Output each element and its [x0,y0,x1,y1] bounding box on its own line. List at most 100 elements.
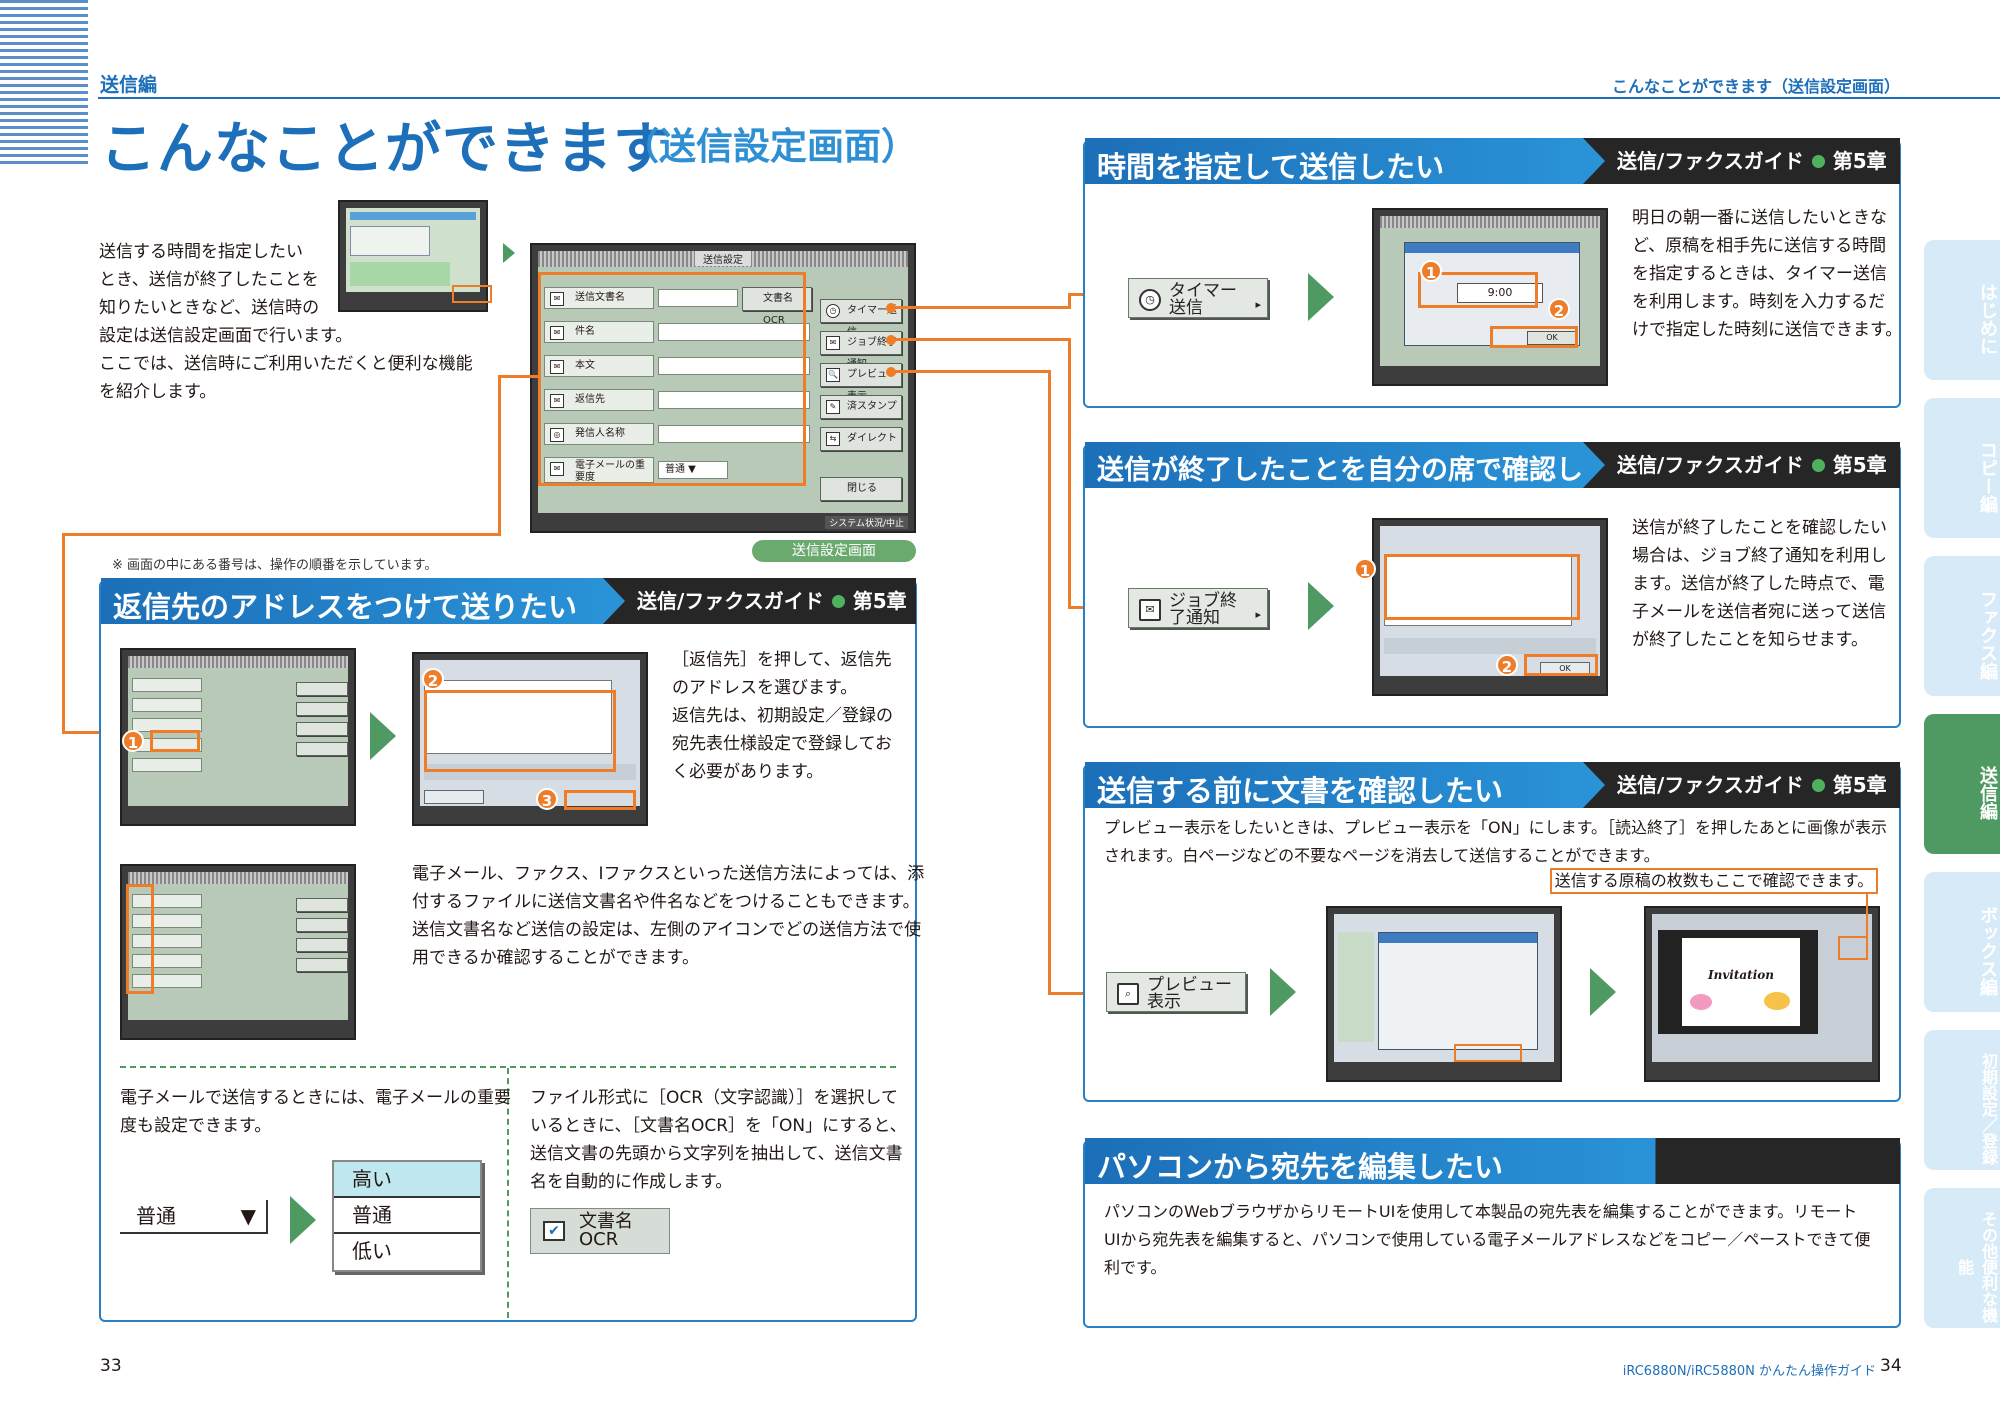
tab-box[interactable]: ボックス編 [1924,872,2000,1012]
doc-name-ocr-button[interactable]: 文書名OCR [742,287,812,326]
subject-field[interactable] [658,323,810,341]
close-button[interactable]: 閉じる [820,477,902,501]
text-line: 利です。 [1104,1258,1167,1277]
ok-button[interactable]: OK [1527,331,1577,345]
arrow-icon [370,712,396,760]
timer-screen: 9:00 OK [1372,208,1608,386]
section-title: 返信先のアドレスをつけて送りたい [113,590,578,624]
step-badge: 1 [1354,558,1376,580]
text-line: 明日の朝一番に送信したいときな [1632,208,1887,228]
step-badge: 2 [422,668,444,690]
chevron-icon: ▸ [1255,608,1261,621]
button-label: タイマー送信 [1169,281,1237,318]
footer-title: iRC6880N/iRC5880N かんたん操作ガイド [1622,1364,1876,1379]
page-number-left: 33 [100,1356,122,1376]
reply-field[interactable] [658,391,810,409]
step-badge: 3 [536,788,558,810]
reply-text-2: 電子メール、ファクス、Iファクスといった送信方法によっては、添 付するファイルに… [412,860,924,972]
job-done-notify-big-button[interactable]: ✉ジョブ終了通知▸ [1128,588,1268,628]
thumbnail-screen [338,200,488,312]
option-high[interactable]: 高い [334,1162,480,1196]
tab-copy[interactable]: コピー編 [1924,398,2000,538]
connector-line [1048,992,1108,995]
note-text: ※ 画面の中にある番号は、操作の順番を示しています。 [112,558,438,573]
chevron-down-icon: ▼ [240,1204,256,1228]
connector-line [1048,370,1051,994]
row-label: 発信人名称 [575,428,625,439]
tab-other[interactable]: その他便利な機能 [1924,1188,2000,1328]
text-line: 電子メール、ファクス、Iファクスといった送信方法によっては、添 [412,864,925,884]
row-label: 送信文書名 [575,292,625,303]
rows-highlight [538,272,806,486]
tab-fax[interactable]: ファクス編 [1924,556,2000,696]
preview-text: プレビュー表示をしたいときは、プレビュー表示を「ON」にします。［読込終了］を押… [1104,814,1887,870]
tab-send[interactable]: 送信編 [1924,714,2000,854]
reply-section-guide: 送信/ファクスガイド第5章 [603,578,916,624]
connector-line [62,533,501,536]
reply-text: ［返信先］を押して、返信先 のアドレスを選びます。 返信先は、初期設定／登録の … [672,646,893,786]
importance-value: 普通 [665,464,685,475]
checkbox-icon: ✔ [543,1221,565,1241]
step-badge: 2 [1548,298,1570,320]
text-line: 送信文書名など送信の設定は、左側のアイコンでどの送信方法で使 [412,920,922,940]
timer-section-guide: 送信/ファクスガイド第5章 [1583,138,1900,184]
intro-text: 送信する時間を指定したい とき、送信が終了したことを 知りたいときなど、送信時の… [99,238,473,406]
intro-line: 設定は送信設定画面で行います。 [99,326,353,346]
doc-name-ocr-toggle[interactable]: ✔ 文書名OCR [530,1208,670,1254]
ocr-text: ファイル形式に［OCR（文字認識）］を選択して いるときに、［文書名OCR］を「… [530,1084,907,1196]
direct-button[interactable]: ⇆ダイレクト [820,427,902,451]
bullet-icon [1811,779,1825,792]
connector-line [1866,894,1868,936]
text-line: 付するファイルに送信文書名や件名などをつけることもできます。 [412,892,920,912]
ok-highlight [564,790,636,810]
option-normal[interactable]: 普通 [352,1203,392,1227]
importance-dropdown[interactable]: 普通▼ [120,1200,268,1234]
text-line: 度も設定できます。 [120,1116,272,1136]
notify-icon: ✉ [826,336,840,350]
connector-line [498,375,501,535]
connector-dot [886,367,896,377]
icons-highlight [126,884,154,994]
doc-name-field[interactable] [658,289,738,307]
pc-section-header: パソコンから宛先を編集したい [1085,1138,1900,1184]
text-line: 送信文書の先頭から文字列を抽出して、送信文書 [530,1144,903,1164]
bullet-icon [1811,459,1825,472]
connector-line [892,338,1070,341]
sender-name-field[interactable] [658,425,810,443]
bullet-icon [831,595,845,608]
time-input-highlight [1418,272,1538,308]
text-line: プレビュー表示をしたいときは、プレビュー表示を「ON」にします。［読込終了］を押… [1104,818,1887,837]
system-status[interactable]: システム状況/中止 [825,516,908,529]
connector-dot [886,335,896,345]
text-line: 場合は、ジョブ終了通知を利用し [1632,546,1887,566]
arrow-icon [503,243,515,263]
time-input[interactable]: 9:00 [1457,283,1543,303]
connector-dot [886,303,896,313]
send-settings-screen: 送信設定 ✉送信文書名 文書名OCR ✉件名 ✉本文 ✉返信先 ◎発信人名称 ✉… [530,243,916,533]
connector-line [892,306,1070,309]
connector-line [1068,338,1071,608]
importance-select[interactable]: 普通 ▼ [658,461,728,479]
timer-send-big-button[interactable]: ◷タイマー送信▸ [1128,278,1268,318]
tab-intro[interactable]: はじめに [1924,240,2000,380]
reply-section-header: 返信先のアドレスをつけて送りたい [101,578,621,624]
chapter-label: 第5章 [1832,453,1887,477]
reply-button-highlight [150,730,200,752]
preview-button[interactable]: 🔍プレビュー表示 [820,363,902,402]
stamp-button[interactable]: ✎済スタンプ [820,395,902,419]
body-field[interactable] [658,357,810,375]
arrow-icon [290,1196,316,1244]
text-line: けで指定した時刻に送信できます。 [1632,320,1903,340]
guide-label: 送信/ファクスガイド [637,589,824,613]
tab-settings[interactable]: 初期設定／登録 [1924,1030,2000,1170]
preview-scan-screen [1326,906,1562,1082]
text-line: 宛先表仕様設定で登録してお [672,734,892,754]
page-count-highlight [1838,936,1868,960]
text-line: のアドレスを選びます。 [672,678,858,698]
option-low[interactable]: 低い [352,1239,392,1263]
page-count-callout: 送信する原稿の枚数もここで確認できます。 [1550,868,1878,894]
preview-big-button[interactable]: ⌕プレビュー表示 [1106,972,1246,1012]
section-title: 送信が終了したことを自分の席で確認したい [1097,455,1637,486]
ifax-icon: ◎ [550,428,564,442]
intro-line: 送信する時間を指定したい [99,242,303,262]
